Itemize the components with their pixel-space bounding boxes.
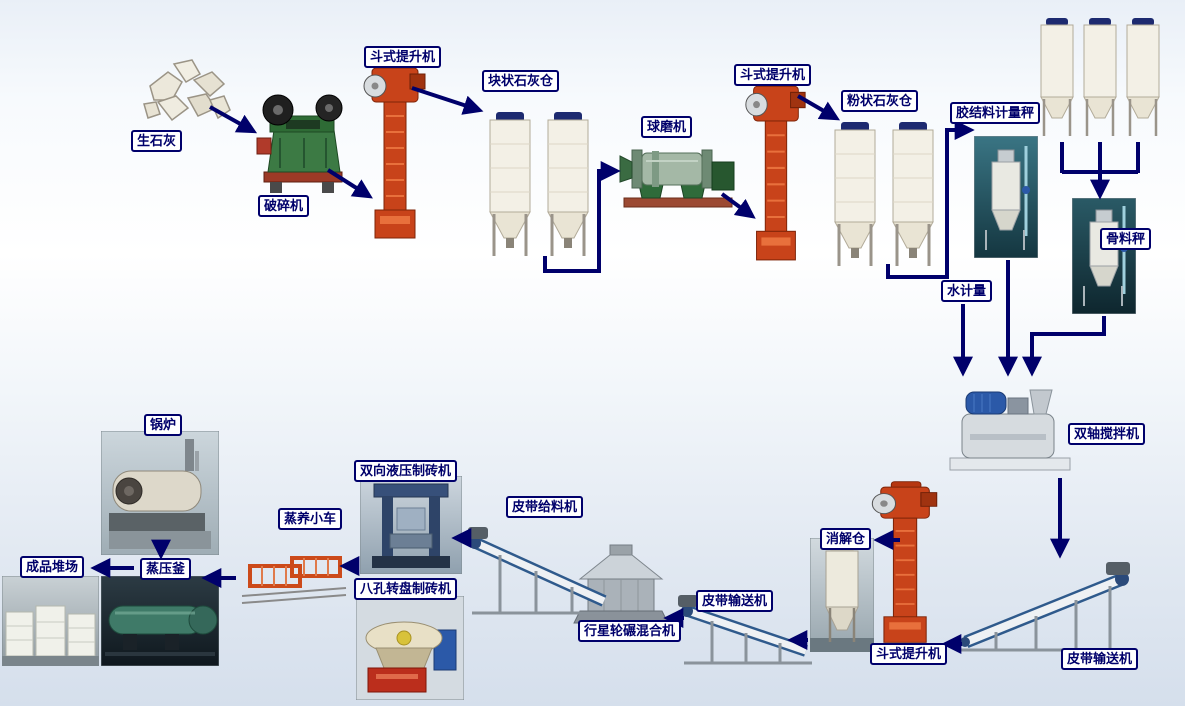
label-belt-conveyor-right: 皮带输送机 <box>1061 648 1139 670</box>
boiler-image <box>101 431 219 555</box>
rotary-brick-press-image <box>356 596 464 700</box>
label-lump-lime-silo: 块状石灰仓 <box>482 70 560 92</box>
label-hydraulic-brick-press: 双向液压制砖机 <box>354 460 458 482</box>
label-bucket-elevator-3: 斗式提升机 <box>870 643 948 665</box>
label-belt-conveyor-mid: 皮带输送机 <box>696 590 774 612</box>
label-water-metering: 水计量 <box>941 280 993 302</box>
label-belt-feeder: 皮带给料机 <box>506 496 584 518</box>
label-bucket-elevator-1: 斗式提升机 <box>364 46 442 68</box>
label-digestion-silo: 消解仓 <box>820 528 872 550</box>
label-boiler: 锅炉 <box>144 414 183 436</box>
label-steam-curing-trolley: 蒸养小车 <box>278 508 343 530</box>
label-bucket-elevator-2: 斗式提升机 <box>734 64 812 86</box>
jaw-crusher-image <box>256 86 348 194</box>
label-crusher: 破碎机 <box>258 195 310 217</box>
hydraulic-brick-press-image <box>360 476 462 574</box>
quicklime-rocks-image <box>138 52 234 130</box>
label-quicklime: 生石灰 <box>131 130 183 152</box>
label-ball-mill: 球磨机 <box>641 116 693 138</box>
belt-feeder-image <box>466 523 614 621</box>
label-product-yard: 成品堆场 <box>20 556 85 578</box>
belt-conveyor-mid-image <box>676 593 818 669</box>
bucket-elevator-2-image <box>740 76 810 264</box>
ball-mill-image <box>618 136 738 210</box>
aggregate-silos-image <box>1038 16 1162 142</box>
product-yard-image <box>2 576 99 666</box>
belt-conveyor-right-image <box>952 558 1136 654</box>
bucket-elevator-1-image <box>358 58 430 242</box>
label-aggregate-scale: 骨料秤 <box>1100 228 1152 250</box>
label-planetary-wheel-mill-mixer: 行星轮碾混合机 <box>578 620 682 642</box>
label-rotary-brick-press: 八孔转盘制砖机 <box>354 578 458 600</box>
autoclave-image <box>101 576 219 666</box>
label-autoclave: 蒸压釜 <box>140 558 192 580</box>
steam-curing-trolley-image <box>240 548 348 606</box>
powder-lime-silo-image <box>831 120 937 272</box>
twin-shaft-mixer-image <box>948 382 1072 478</box>
label-twin-shaft-mixer: 双轴搅拌机 <box>1068 423 1146 445</box>
digestion-silo-image <box>810 538 874 652</box>
lump-lime-silo-image <box>486 110 592 262</box>
binder-metering-scale-image <box>974 136 1038 258</box>
label-binder-metering-scale: 胶结料计量秤 <box>950 102 1041 124</box>
aggregate-scale-image <box>1072 198 1136 314</box>
arrow <box>1022 316 1106 377</box>
label-powder-lime-silo: 粉状石灰仓 <box>841 90 919 112</box>
bucket-elevator-3-image <box>866 478 942 646</box>
